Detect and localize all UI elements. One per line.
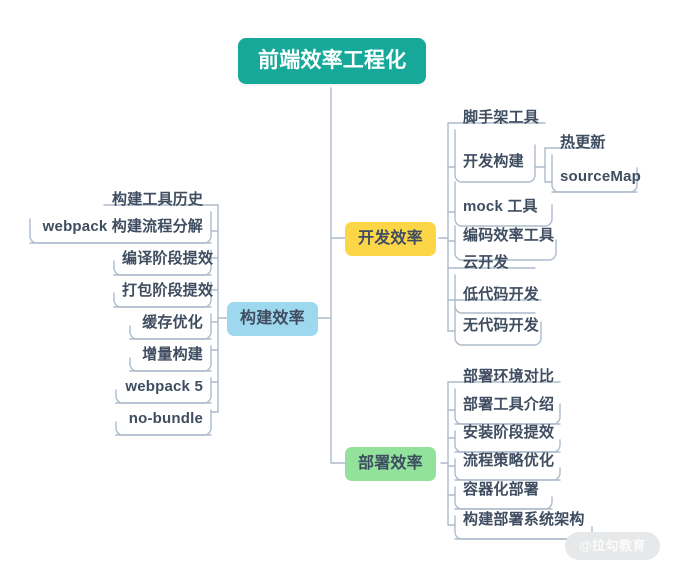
leaf-build-1[interactable]: webpack 构建流程分解 [42, 218, 203, 235]
leaf-deploy-0[interactable]: 部署环境对比 [463, 368, 555, 385]
leaf-deploy-5[interactable]: 构建部署系统架构 [463, 511, 585, 528]
root-node[interactable]: 前端效率工程化 [238, 38, 427, 84]
leaf-build-5[interactable]: 增量构建 [142, 346, 203, 363]
leaf-deploy-4[interactable]: 容器化部署 [463, 481, 540, 498]
leaf-dev-1[interactable]: 开发构建 [463, 153, 524, 170]
leaf-dev-2[interactable]: mock 工具 [463, 198, 538, 215]
leaf-build-0[interactable]: 构建工具历史 [112, 191, 204, 208]
leaf-deploy-1[interactable]: 部署工具介绍 [463, 396, 555, 413]
leaf-dev-5[interactable]: 低代码开发 [463, 286, 540, 303]
leaf-dev-build-child-1[interactable]: sourceMap [560, 168, 641, 185]
leaf-deploy-3[interactable]: 流程策略优化 [463, 452, 555, 469]
branch-node-build[interactable]: 构建效率 [227, 302, 318, 336]
branch-node-dev[interactable]: 开发效率 [345, 222, 436, 256]
leaf-dev-3[interactable]: 编码效率工具 [463, 227, 555, 244]
leaf-dev-4[interactable]: 云开发 [463, 254, 509, 271]
leaf-build-3[interactable]: 打包阶段提效 [122, 282, 214, 299]
leaf-dev-6[interactable]: 无代码开发 [463, 317, 540, 334]
leaf-deploy-2[interactable]: 安装阶段提效 [463, 424, 555, 441]
leaf-dev-0[interactable]: 脚手架工具 [463, 109, 540, 126]
leaf-build-6[interactable]: webpack 5 [125, 378, 203, 395]
leaf-build-2[interactable]: 编译阶段提效 [122, 250, 214, 267]
branch-node-deploy[interactable]: 部署效率 [345, 447, 436, 481]
leaf-dev-build-child-0[interactable]: 热更新 [560, 134, 606, 151]
watermark: @拉勾教育 [564, 532, 660, 560]
leaf-build-7[interactable]: no-bundle [128, 410, 203, 427]
leaf-build-4[interactable]: 缓存优化 [142, 314, 203, 331]
